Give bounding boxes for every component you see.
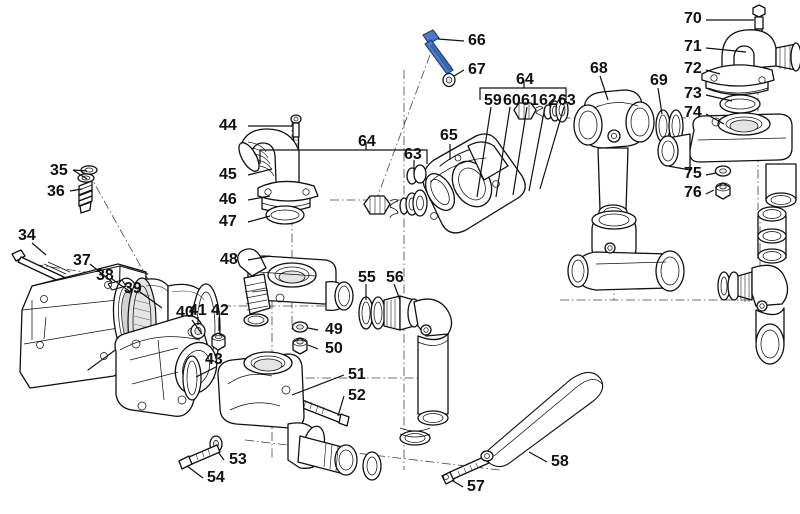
part-59-63-valve-internals-left bbox=[363, 189, 428, 219]
callout-76[interactable]: 76 bbox=[684, 184, 702, 201]
callout-58[interactable]: 58 bbox=[551, 453, 569, 470]
callout-54[interactable]: 54 bbox=[207, 469, 225, 486]
part-74-manifold-body bbox=[657, 112, 797, 208]
callout-59[interactable]: 59 bbox=[484, 92, 502, 109]
callout-61[interactable]: 61 bbox=[521, 92, 539, 109]
part-65-valve-body bbox=[422, 133, 526, 234]
callout-68[interactable]: 68 bbox=[590, 60, 608, 77]
callout-36[interactable]: 36 bbox=[47, 183, 65, 200]
callout-51[interactable]: 51 bbox=[348, 366, 366, 383]
part-lower-manifold-block bbox=[217, 351, 382, 481]
callout-35[interactable]: 35 bbox=[50, 162, 68, 179]
callout-63-left[interactable]: 63 bbox=[404, 146, 422, 163]
callout-42[interactable]: 42 bbox=[211, 302, 229, 319]
part-55-56-union bbox=[358, 295, 453, 446]
callout-39[interactable]: 39 bbox=[124, 280, 142, 297]
callout-74[interactable]: 74 bbox=[684, 104, 702, 121]
callout-38[interactable]: 38 bbox=[96, 267, 114, 284]
part-73-o-ring bbox=[719, 94, 761, 114]
part-59-63-valve-internals-right bbox=[513, 97, 569, 123]
callout-52[interactable]: 52 bbox=[348, 387, 366, 404]
callout-73[interactable]: 73 bbox=[684, 85, 702, 102]
part-47-o-ring bbox=[265, 205, 305, 225]
callout-64-left[interactable]: 64 bbox=[358, 133, 376, 150]
leader-lines bbox=[31, 19, 754, 488]
part-53-54-washer-bolt bbox=[178, 435, 223, 470]
part-43-o-ring bbox=[182, 355, 202, 401]
part-63-left-o-ring bbox=[406, 164, 427, 185]
part-48-manifold-block bbox=[237, 248, 354, 327]
callout-66[interactable]: 66 bbox=[468, 32, 486, 49]
callout-53[interactable]: 53 bbox=[229, 451, 247, 468]
callout-47[interactable]: 47 bbox=[219, 213, 237, 230]
callout-72[interactable]: 72 bbox=[684, 60, 702, 77]
callout-46[interactable]: 46 bbox=[219, 191, 237, 208]
callout-50[interactable]: 50 bbox=[325, 340, 343, 357]
part-67-washer bbox=[442, 72, 456, 88]
part-35-36-fitting bbox=[77, 165, 98, 214]
part-right-lower-manifold bbox=[567, 206, 789, 365]
part-34-bolt bbox=[11, 249, 71, 285]
callout-40[interactable]: 40 bbox=[176, 304, 194, 321]
part-41-42-washer-nut bbox=[190, 322, 226, 351]
part-58-wire-handle bbox=[480, 371, 604, 468]
callout-37[interactable]: 37 bbox=[73, 252, 91, 269]
callout-70[interactable]: 70 bbox=[684, 10, 702, 27]
callout-69[interactable]: 69 bbox=[650, 72, 668, 89]
callout-45[interactable]: 45 bbox=[219, 166, 237, 183]
callout-55[interactable]: 55 bbox=[358, 269, 376, 286]
callout-49[interactable]: 49 bbox=[325, 321, 343, 338]
callout-75[interactable]: 75 bbox=[684, 165, 702, 182]
callout-57[interactable]: 57 bbox=[467, 478, 485, 495]
callout-41[interactable]: 41 bbox=[189, 302, 207, 319]
callout-65[interactable]: 65 bbox=[440, 127, 458, 144]
callout-62[interactable]: 62 bbox=[539, 92, 557, 109]
part-45-46-hose-elbow bbox=[238, 128, 319, 213]
callout-56[interactable]: 56 bbox=[386, 269, 404, 286]
part-66-highlighted-bolt bbox=[422, 29, 454, 75]
callout-71[interactable]: 71 bbox=[684, 38, 702, 55]
callout-60[interactable]: 60 bbox=[503, 92, 521, 109]
callout-44[interactable]: 44 bbox=[219, 117, 237, 134]
part-71-72-elbow bbox=[701, 29, 800, 96]
part-75-76-washer-nut bbox=[714, 165, 732, 200]
part-49-50-washer-nut bbox=[291, 321, 309, 355]
callout-67[interactable]: 67 bbox=[468, 61, 486, 78]
callout-64-right[interactable]: 64 bbox=[516, 71, 534, 88]
callout-63[interactable]: 63 bbox=[558, 92, 576, 109]
callout-34[interactable]: 34 bbox=[18, 227, 36, 244]
callout-43[interactable]: 43 bbox=[205, 351, 223, 368]
callout-48[interactable]: 48 bbox=[220, 251, 238, 268]
